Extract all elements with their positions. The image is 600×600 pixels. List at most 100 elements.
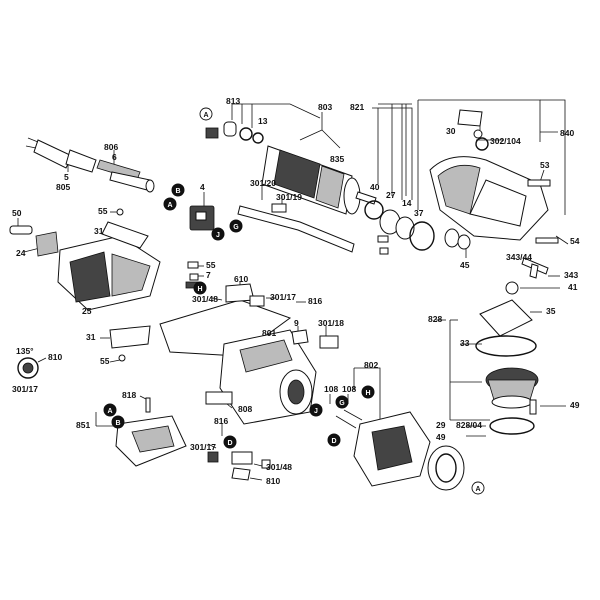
svg-text:H: H — [365, 390, 370, 397]
spindle-lock — [444, 228, 471, 250]
leader-lines — [17, 99, 569, 481]
label-108-b: 108 — [342, 384, 356, 394]
marker-a-cord: A — [163, 197, 177, 211]
label-55-b: 55 — [206, 260, 216, 270]
marker-h-housing: H — [361, 385, 375, 399]
switch-rod — [237, 203, 355, 253]
label-805: 805 — [56, 182, 70, 192]
adjustment-dial — [17, 357, 39, 379]
switch-base — [115, 397, 187, 467]
label-108-a: 108 — [324, 384, 338, 394]
power-cord — [25, 137, 141, 181]
label-35: 35 — [546, 306, 556, 316]
label-301-20: 301/20 — [250, 178, 276, 188]
label-9: 9 — [294, 318, 299, 328]
label-840: 840 — [560, 128, 574, 138]
label-301-17-b: 301/17 — [12, 384, 38, 394]
spanner-wrench — [521, 257, 549, 279]
label-343: 343 — [564, 270, 578, 280]
label-851: 851 — [76, 420, 90, 430]
label-49-a: 49 — [570, 400, 580, 410]
part-labels: 5 805 806 6 4 301/20 301/19 813 803 821 … — [12, 96, 580, 486]
label-33: 33 — [460, 338, 470, 348]
svg-text:A: A — [107, 408, 112, 415]
marker-j-switch: J — [211, 227, 225, 241]
side-handle — [9, 225, 59, 257]
label-302-104: 302/104 — [490, 136, 521, 146]
label-40: 40 — [370, 182, 380, 192]
gear-housing — [429, 109, 559, 244]
label-24: 24 — [16, 248, 26, 258]
label-802: 802 — [364, 360, 378, 370]
label-54: 54 — [570, 236, 580, 246]
field-housing — [219, 329, 339, 425]
label-810-a: 810 — [48, 352, 62, 362]
label-31-a: 31 — [94, 226, 104, 236]
cord-sleeve — [109, 171, 155, 193]
svg-text:G: G — [339, 400, 345, 407]
label-5: 5 — [64, 172, 69, 182]
label-6: 6 — [112, 152, 117, 162]
connection-markers: A A A B J G H J — [103, 107, 485, 495]
brush-set — [207, 451, 271, 481]
svg-text:D: D — [331, 438, 336, 445]
marker-j-housing: J — [309, 403, 323, 417]
marker-g-housing: G — [335, 395, 349, 409]
label-55-c: 55 — [100, 356, 110, 366]
label-816-b: 816 — [214, 416, 228, 426]
cover-plate-lower — [109, 325, 151, 362]
svg-text:J: J — [314, 408, 318, 415]
label-135-degrees: 135° — [16, 346, 34, 356]
label-plate — [205, 391, 233, 405]
label-27: 27 — [386, 190, 396, 200]
label-37: 37 — [414, 208, 424, 218]
brush-holder-plate — [159, 261, 292, 357]
marker-a-top: A — [199, 107, 213, 121]
label-301-19: 301/19 — [276, 192, 302, 202]
motor-housing — [57, 208, 161, 311]
label-301-48-b: 301/48 — [266, 462, 292, 472]
label-828: 828 — [428, 314, 442, 324]
label-301-17-a: 301/17 — [270, 292, 296, 302]
label-45: 45 — [460, 260, 470, 270]
svg-text:A: A — [167, 202, 172, 209]
svg-text:J: J — [216, 232, 220, 239]
svg-text:D: D — [227, 440, 232, 447]
svg-text:B: B — [175, 188, 180, 195]
label-828-04: 828/04 — [456, 420, 482, 430]
label-301-17-c: 301/17 — [190, 442, 216, 452]
label-610: 610 — [234, 274, 248, 284]
label-14: 14 — [402, 198, 412, 208]
bearing-rings — [364, 200, 435, 255]
stator — [335, 409, 465, 491]
label-801: 801 — [262, 328, 276, 338]
label-7: 7 — [206, 270, 211, 280]
label-343-44: 343/44 — [506, 252, 532, 262]
marker-a-bottom: A — [471, 481, 485, 495]
label-803: 803 — [318, 102, 332, 112]
marker-h-brush: H — [193, 281, 207, 295]
label-31-b: 31 — [86, 332, 96, 342]
label-50: 50 — [12, 208, 22, 218]
bearing-flange — [475, 299, 537, 357]
label-53: 53 — [540, 160, 550, 170]
switch-module — [189, 205, 215, 231]
bevel-gear-assembly — [485, 367, 539, 435]
label-41: 41 — [568, 282, 578, 292]
svg-text:H: H — [197, 286, 202, 293]
marker-b-base: B — [111, 415, 125, 429]
flange-41 — [505, 281, 519, 295]
svg-text:G: G — [233, 224, 239, 231]
label-55-a: 55 — [98, 206, 108, 216]
label-49-b: 49 — [436, 432, 446, 442]
marker-a-base: A — [103, 403, 117, 417]
label-821: 821 — [350, 102, 364, 112]
label-30: 30 — [446, 126, 456, 136]
svg-text:A: A — [203, 112, 208, 119]
marker-b-cord: B — [171, 183, 185, 197]
label-301-18: 301/18 — [318, 318, 344, 328]
label-813: 813 — [226, 96, 240, 106]
label-810-b: 810 — [266, 476, 280, 486]
